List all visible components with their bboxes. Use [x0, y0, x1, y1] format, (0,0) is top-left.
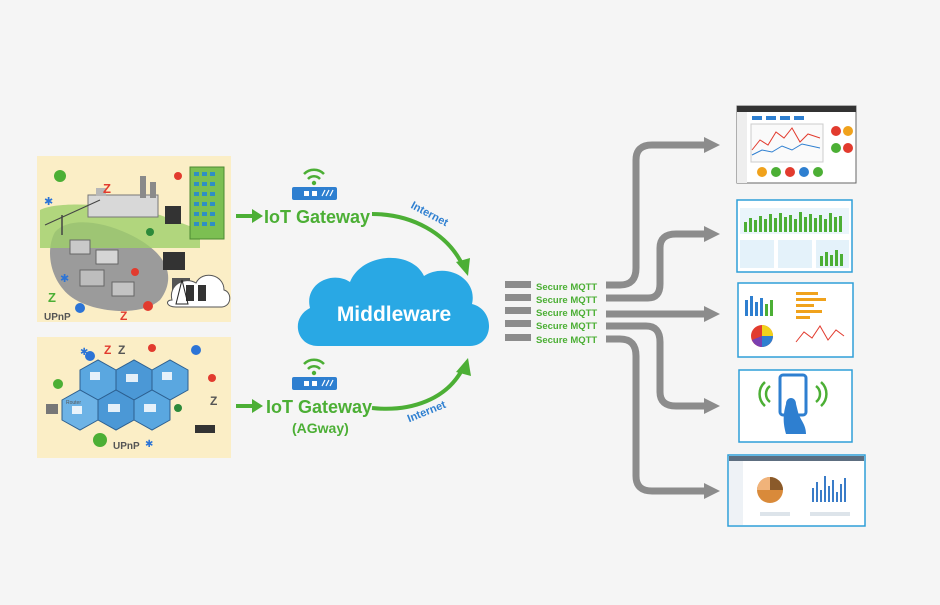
energy-chart-thumbnail	[736, 199, 853, 273]
mqtt-label: Secure MQTT	[536, 295, 597, 306]
svg-text:✱: ✱	[60, 273, 69, 285]
svg-text:✱: ✱	[80, 347, 88, 358]
internet-link-bottom: Internet	[371, 358, 471, 425]
scene-to-gateway-arrows	[236, 209, 263, 413]
output-arrows	[606, 141, 706, 495]
industrial-scene: Z Z Z UPnP ✱ ✱	[37, 156, 231, 323]
mqtt-label: Secure MQTT	[536, 321, 597, 332]
upnp-label: UPnP	[44, 312, 71, 323]
mqtt-label: Secure MQTT	[536, 308, 597, 319]
mqtt-label: Secure MQTT	[536, 335, 597, 346]
dashboard-thumbnail	[736, 105, 857, 184]
web-console-thumbnail	[727, 454, 866, 527]
svg-text:Z: Z	[120, 309, 127, 323]
svg-text:Z: Z	[104, 343, 111, 357]
zigbee-logo-small: Z	[210, 394, 217, 408]
zigbee-logo: Z	[48, 290, 56, 305]
router-icon	[292, 358, 337, 390]
mqtt-label: Secure MQTT	[536, 282, 597, 293]
svg-text:Z: Z	[118, 343, 125, 357]
analytics-thumbnail	[737, 282, 854, 358]
gateway-label-bottom: IoT Gateway	[266, 397, 372, 417]
router-label: Router	[66, 400, 81, 406]
gateway-sublabel: (AGway)	[292, 420, 349, 436]
smart-home-scene: Z Z Z UPnP Router ✱ ✱	[37, 337, 231, 458]
svg-text:✱: ✱	[44, 196, 53, 208]
gateway-label-top: IoT Gateway	[264, 207, 370, 227]
mqtt-connectors	[505, 281, 531, 341]
svg-text:Z: Z	[103, 181, 111, 196]
upnp-label-bottom: UPnP	[113, 441, 140, 452]
mobile-app-thumbnail	[738, 369, 853, 443]
output-arrowheads	[704, 137, 720, 499]
router-icon	[292, 168, 337, 200]
mqtt-labels: Secure MQTT Secure MQTT Secure MQTT Secu…	[536, 282, 597, 346]
internet-label-top: Internet	[409, 200, 451, 230]
middleware-cloud: Middleware	[297, 257, 490, 346]
middleware-label: Middleware	[337, 303, 451, 326]
svg-text:✱: ✱	[145, 439, 153, 450]
